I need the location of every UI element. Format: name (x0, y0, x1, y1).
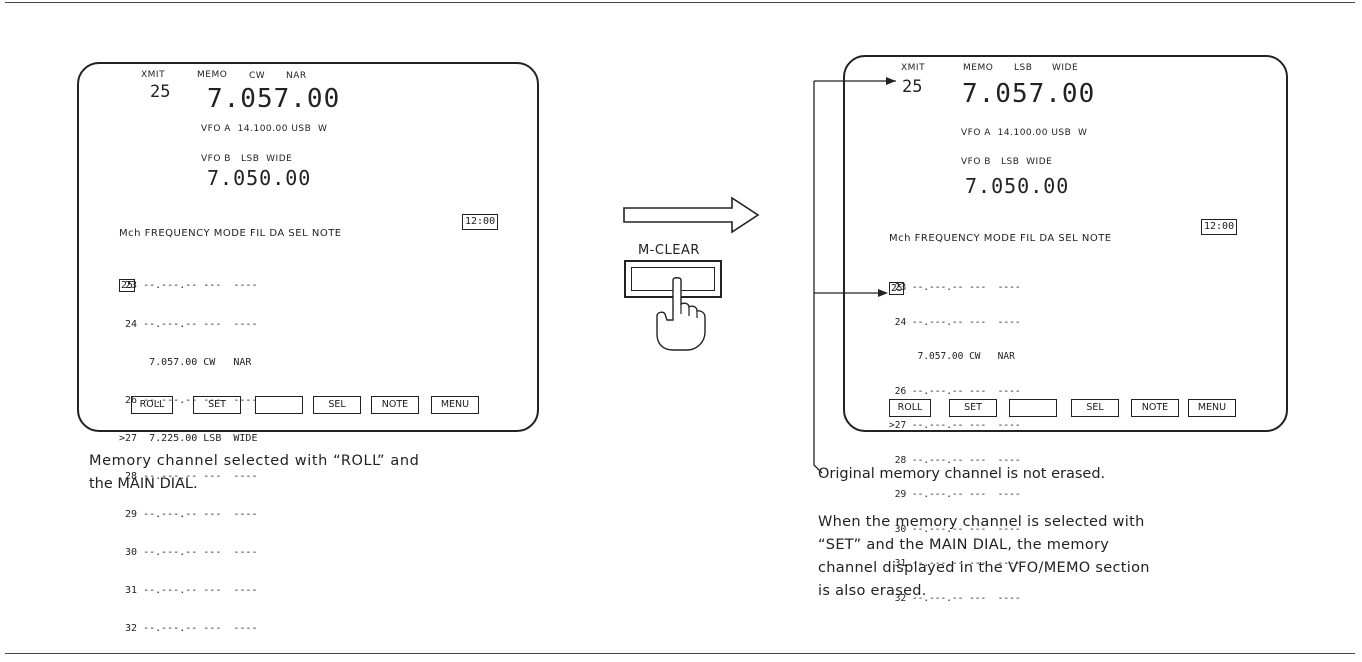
left-caption: Memory channel selected with “ROLL” and … (89, 450, 419, 496)
status-memo: MEMO (963, 63, 993, 73)
m-clear-label: M-CLEAR (638, 243, 700, 258)
status-xmit: XMIT (141, 70, 165, 80)
right-paragraph-line: is also erased. (818, 580, 1150, 603)
softkey-set[interactable]: SET (949, 399, 997, 417)
left-caption-line1: Memory channel selected with “ROLL” and (89, 450, 419, 473)
vfo-b-frequency: 7.050.00 (207, 166, 311, 190)
left-display-screen: XMIT MEMO CW NAR 25 7.057.00 VFO A 14.10… (77, 62, 539, 432)
memory-channel-number: 25 (150, 82, 170, 102)
right-arrow-icon (622, 194, 762, 236)
softkey-sel[interactable]: SEL (1071, 399, 1119, 417)
channel-row: 30 --.---.-- --- ---- (119, 547, 257, 560)
status-mode: CW (249, 71, 265, 81)
softkey-blank[interactable] (255, 396, 303, 414)
softkey-roll[interactable]: ROLL (131, 396, 173, 414)
softkey-menu[interactable]: MENU (1188, 399, 1236, 417)
vfo-b-frequency: 7.050.00 (965, 174, 1069, 198)
channel-row: >27 7.225.00 LSB WIDE (119, 433, 257, 446)
channel-row: 29 --.---.-- --- ---- (889, 489, 1021, 501)
main-frequency: 7.057.00 (207, 84, 340, 114)
channel-row: 7.057.00 CW NAR (119, 357, 257, 370)
clock-display: 12:00 (1201, 219, 1237, 235)
softkey-menu[interactable]: MENU (431, 396, 479, 414)
vfo-b-line: VFO B LSB WIDE (201, 154, 292, 164)
vfo-b-line: VFO B LSB WIDE (961, 157, 1052, 167)
channel-row: 24 --.---.-- --- ---- (119, 319, 257, 332)
softkey-note[interactable]: NOTE (1131, 399, 1179, 417)
channel-table-header: Mch FREQUENCY MODE FIL DA SEL NOTE (119, 228, 342, 239)
status-memo: MEMO (197, 70, 227, 80)
status-filter: NAR (286, 71, 307, 81)
vfo-a-line: VFO A 14.100.00 USB W (201, 124, 327, 134)
channel-row: 23 --.---.-- --- ---- (119, 280, 257, 293)
channel-row: 29 --.---.-- --- ---- (119, 509, 257, 522)
right-paragraph-line: channel displayed in the VFO/MEMO sectio… (818, 557, 1150, 580)
left-caption-line2: the MAIN DIAL. (89, 473, 419, 496)
right-paragraph: When the memory channel is selected with… (818, 511, 1150, 603)
status-mode: LSB (1014, 63, 1032, 73)
pressing-hand-icon (651, 276, 711, 354)
selected-channel-box: 25 (119, 279, 135, 292)
right-paragraph-line: “SET” and the MAIN DIAL, the memory (818, 534, 1150, 557)
channel-row: 32 --.---.-- --- ---- (119, 623, 257, 636)
softkey-blank[interactable] (1009, 399, 1057, 417)
channel-table-header: Mch FREQUENCY MODE FIL DA SEL NOTE (889, 233, 1112, 244)
status-xmit: XMIT (901, 63, 925, 73)
softkey-note[interactable]: NOTE (371, 396, 419, 414)
status-filter: WIDE (1052, 63, 1078, 73)
main-frequency: 7.057.00 (962, 79, 1095, 109)
vfo-a-line: VFO A 14.100.00 USB W (961, 128, 1087, 138)
channel-row: 31 --.---.-- --- ---- (119, 585, 257, 598)
callout-lines (800, 75, 910, 485)
softkey-sel[interactable]: SEL (313, 396, 361, 414)
softkey-set[interactable]: SET (193, 396, 241, 414)
right-note-caption: Original memory channel is not erased. (818, 463, 1105, 486)
right-paragraph-line: When the memory channel is selected with (818, 511, 1150, 534)
clock-display: 12:00 (462, 214, 498, 230)
